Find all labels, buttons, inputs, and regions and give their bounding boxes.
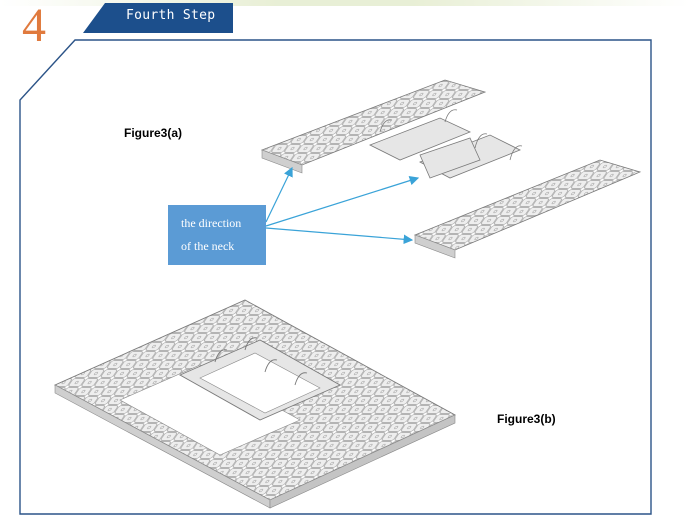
assembled-pallet — [53, 299, 457, 509]
step-number: 4 — [22, 0, 46, 52]
callout-line-2: of the neck — [181, 239, 235, 253]
figure-3a-label: Figure3(a) — [124, 126, 183, 140]
figure-3b-label: Figure3(b) — [497, 412, 556, 426]
neck-direction-callout: the direction of the neck — [168, 205, 266, 265]
neck-frame-parts — [369, 109, 523, 179]
top-decoration — [0, 0, 690, 6]
step-banner — [83, 3, 233, 33]
pallet-strip-lower — [413, 159, 642, 259]
neck-direction-arrows — [265, 166, 420, 245]
callout-line-1: the direction — [181, 216, 242, 230]
step-title: Fourth Step — [126, 8, 216, 23]
